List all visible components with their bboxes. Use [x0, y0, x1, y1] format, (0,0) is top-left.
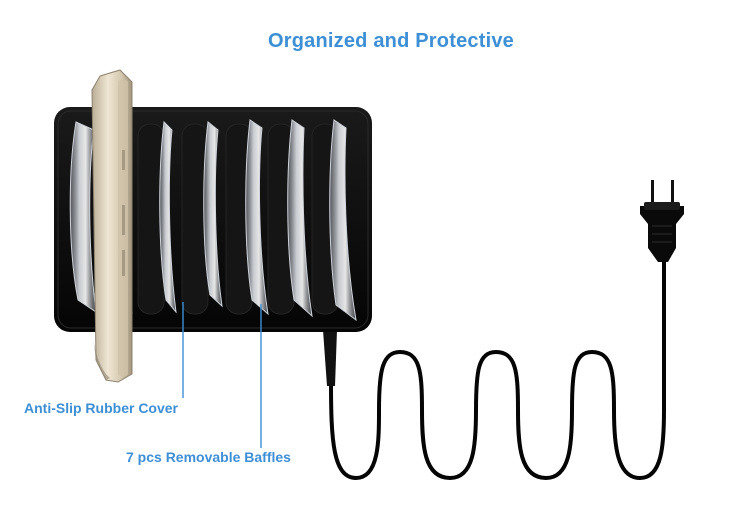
baffle	[159, 120, 177, 314]
baffle	[287, 119, 313, 318]
phone	[91, 69, 133, 383]
baffle	[203, 121, 223, 308]
baffles-label: 7 pcs Removable Baffles	[126, 449, 291, 465]
baffle	[245, 119, 269, 316]
plug-icon	[640, 180, 684, 262]
rubber-cover-label: Anti-Slip Rubber Cover	[24, 400, 179, 416]
cord-strain-relief	[323, 330, 337, 386]
power-cord	[329, 260, 666, 480]
baffle	[329, 119, 357, 322]
page-title: Organized and Protective	[268, 30, 514, 52]
